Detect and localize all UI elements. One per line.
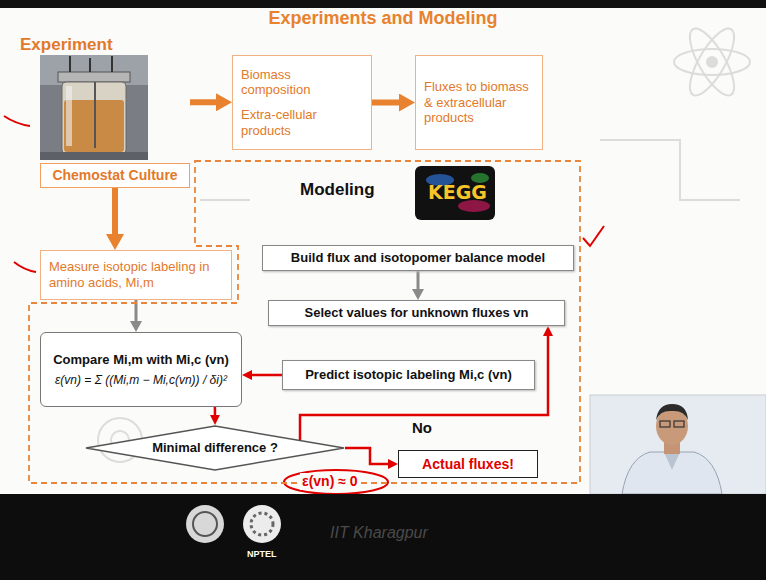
box-text: Build flux and isotopomer balance model	[291, 250, 545, 266]
box-text: Fluxes to biomass & extracellular produc…	[424, 79, 534, 126]
chemostat-photo	[40, 55, 148, 160]
institute-logos	[186, 505, 281, 543]
flow-arrow	[345, 448, 392, 464]
flow-arrow	[248, 374, 282, 377]
kegg-logo	[415, 166, 495, 220]
watermark: IIT Kharagpur	[330, 523, 428, 542]
logo-caption: NPTEL	[247, 549, 277, 560]
flow-arrow	[112, 188, 118, 240]
box-title: Compare Mi,m with Mi,c (vn)	[53, 352, 229, 368]
data-box: Biomass compositionExtra-cellular produc…	[232, 55, 372, 150]
process-box: Predict isotopic labeling Mi,c (vn)	[282, 360, 535, 390]
result-text: Actual fluxes!	[422, 456, 514, 473]
flow-arrow	[190, 99, 222, 105]
result-box: Actual fluxes!	[398, 450, 538, 478]
flow-arrow	[417, 271, 420, 293]
process-box: Build flux and isotopomer balance model	[262, 245, 574, 271]
process-box: Select values for unknown fluxes vn	[268, 300, 565, 326]
flow-arrow	[214, 407, 217, 419]
section-label: Experiment	[20, 35, 113, 55]
measurement-box: Measure isotopic labeling in amino acids…	[40, 250, 232, 300]
logo-text: KEGG	[428, 181, 487, 204]
equation: ε(vn) = Σ ((Mi,m − Mi,c(vn)) / δi)²	[55, 373, 227, 387]
box-text: Biomass composition	[241, 67, 363, 98]
culture-label: Chemostat Culture	[40, 163, 190, 188]
box-text: Extra-cellular products	[241, 107, 363, 138]
slide-title: Experiments and Modeling	[264, 8, 501, 30]
decision-diamond: Minimal difference ?	[85, 425, 345, 471]
data-box: Fluxes to biomass & extracellular produc…	[415, 55, 543, 150]
flow-arrow	[372, 100, 405, 106]
box-text: Predict isotopic labeling Mi,c (vn)	[305, 367, 512, 383]
compare-box: Compare Mi,m with Mi,c (vn) ε(vn) = Σ ((M…	[40, 332, 242, 407]
decision-text: Minimal difference ?	[152, 440, 278, 456]
presenter-video	[590, 395, 766, 494]
region-title: Modeling	[300, 180, 375, 200]
modeling-region: ModelingBuild flux and isotopomer balanc…	[28, 160, 581, 484]
culture-node: Chemostat Culture	[40, 52, 190, 188]
box-text: Select values for unknown fluxes vn	[305, 305, 529, 321]
annotation: ε(vn) ≈ 0	[300, 473, 360, 490]
box-text: Measure isotopic labeling in amino acids…	[49, 259, 223, 290]
edge-label: No	[410, 419, 434, 437]
annotation-ring	[284, 470, 388, 494]
